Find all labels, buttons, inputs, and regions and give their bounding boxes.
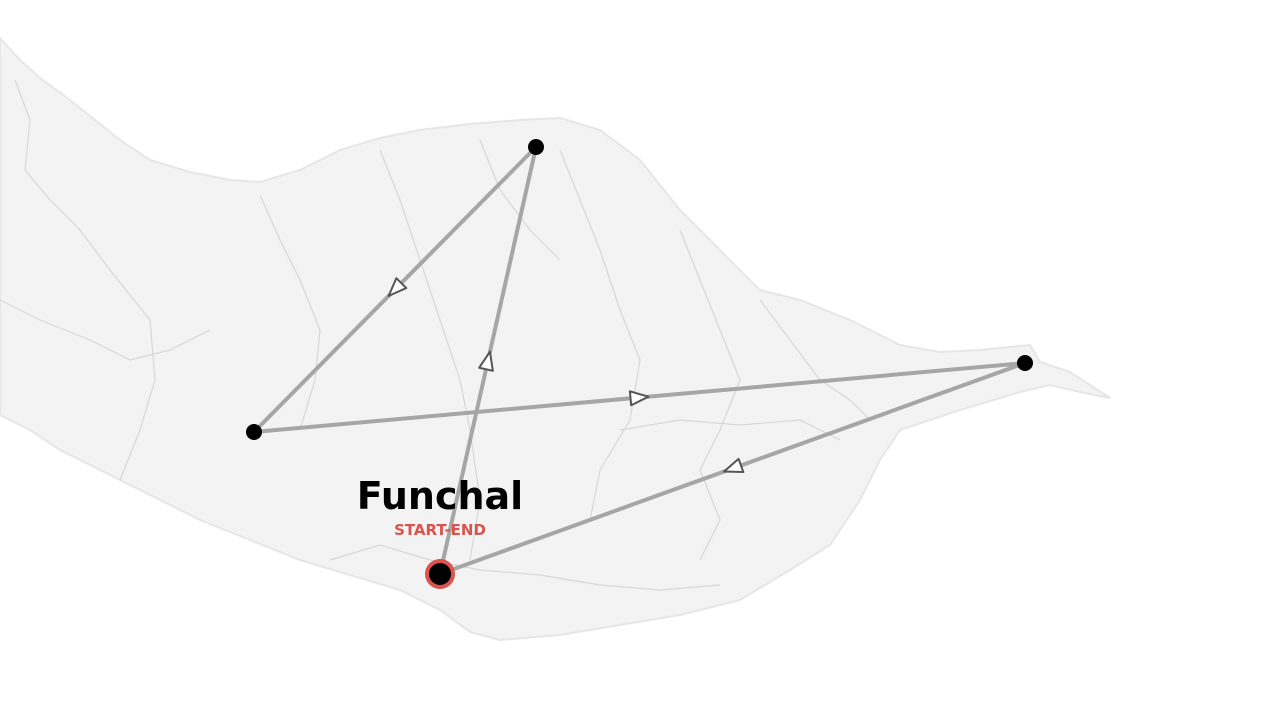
- stop-marker-north[interactable]: [528, 139, 544, 155]
- route-direction-arrow-icon: [387, 277, 408, 297]
- boundary-line: [479, 139, 561, 261]
- start-city-label: Funchal: [357, 474, 523, 518]
- boundary-line: [14, 79, 156, 481]
- boundary-line: [0, 299, 211, 361]
- island-landmass: [0, 36, 1111, 642]
- route-direction-arrow-icon: [628, 390, 650, 407]
- route-arrows: [387, 277, 745, 474]
- stop-marker-east[interactable]: [1017, 355, 1033, 371]
- route-stops: [246, 139, 1033, 589]
- stop-marker-west[interactable]: [246, 424, 262, 440]
- island-shape: [0, 36, 1111, 642]
- route-direction-arrow-icon: [723, 457, 745, 474]
- route-direction-arrow-icon: [478, 350, 494, 372]
- boundary-line: [259, 194, 321, 431]
- boundary-line: [679, 229, 741, 561]
- boundary-line: [619, 419, 841, 441]
- start-end-tag: START-END: [394, 521, 486, 539]
- boundary-line: [329, 544, 721, 591]
- boundary-lines: [0, 79, 871, 591]
- boundary-line: [559, 149, 641, 521]
- start-stop-marker[interactable]: [429, 563, 451, 585]
- boundary-line: [379, 149, 481, 561]
